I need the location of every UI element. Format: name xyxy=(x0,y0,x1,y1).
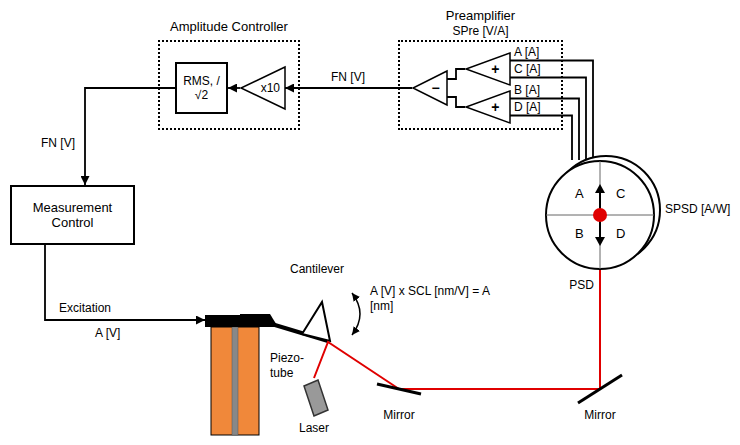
laser-beam xyxy=(599,270,601,389)
node-text: Measurement Control xyxy=(15,200,130,230)
rect-shape xyxy=(211,327,259,435)
amplifier-symbol: − xyxy=(412,70,447,106)
connector xyxy=(85,88,175,185)
rect-shape xyxy=(205,315,265,327)
node-text: SPre [V/A] xyxy=(380,24,581,38)
quadrant-label: D xyxy=(616,226,625,241)
connector xyxy=(510,78,586,161)
circle-shape xyxy=(546,161,654,269)
amplifier-symbol-outline xyxy=(412,70,447,106)
annotation-label: Cantilever xyxy=(290,262,344,277)
polygon-shape xyxy=(466,53,510,85)
node-text: x10 xyxy=(256,81,285,95)
polygon-shape xyxy=(595,237,605,246)
connector xyxy=(285,87,412,89)
path-shape xyxy=(546,161,654,269)
node-text: + xyxy=(481,100,510,114)
annotation-label: A [V] x SCL [nm/V] = A [nm] xyxy=(370,284,495,314)
node-text: Amplitude Controller xyxy=(130,19,328,34)
signal-label: FN [V] xyxy=(330,71,366,84)
cantilever-tip xyxy=(302,302,330,341)
connector xyxy=(510,61,593,161)
polygon-shape xyxy=(241,67,285,109)
signal-label: Excitation xyxy=(58,302,112,315)
line-shape xyxy=(578,375,622,403)
polygon-shape xyxy=(304,380,328,416)
amplifier-symbol: x10 xyxy=(240,66,285,110)
psd-detector: SPSD [A/W]PSD xyxy=(545,160,655,270)
node-text: Mirror xyxy=(564,408,636,422)
node-text: RMS, /√2 xyxy=(180,74,223,102)
amplifier-symbol: + xyxy=(465,52,510,86)
circle-shape xyxy=(593,208,607,222)
process-box: RMS, /√2 xyxy=(175,62,228,114)
polygon-shape xyxy=(413,71,447,105)
rect-shape xyxy=(232,327,238,435)
node-text: + xyxy=(481,62,510,76)
node-text: SPSD [A/W] xyxy=(665,202,730,216)
connector xyxy=(228,87,240,89)
laser-source-outline xyxy=(298,378,330,418)
laser-source: Laser xyxy=(298,378,330,418)
node-text: Preamplifier xyxy=(380,8,581,23)
signal-label: A [A] xyxy=(513,46,540,59)
mirror: Mirror xyxy=(377,382,421,396)
quadrant-label: A xyxy=(575,186,584,201)
amplifier-symbol: + xyxy=(465,90,510,124)
node-text: Laser xyxy=(284,421,344,435)
signal-label: D [A] xyxy=(513,101,542,114)
quadrant-label: B xyxy=(575,226,584,241)
psd-detector-outline xyxy=(545,160,655,270)
signal-label: FN [V] xyxy=(40,137,76,150)
polygon-shape xyxy=(466,91,510,123)
quadrant-label: C xyxy=(616,186,625,201)
connector xyxy=(447,97,465,107)
mirror-outline xyxy=(578,375,622,403)
mirror: Mirror xyxy=(578,375,622,403)
line-shape xyxy=(377,384,421,394)
node-text: PSD xyxy=(569,278,594,292)
node-text: Piezo- tube xyxy=(270,351,314,381)
polygon-shape xyxy=(595,184,605,193)
connector xyxy=(447,69,465,79)
signal-label: B [A] xyxy=(513,84,541,97)
mirror-outline xyxy=(377,382,421,396)
amplifier-symbol-outline xyxy=(465,90,510,124)
amplifier-symbol-outline xyxy=(465,52,510,86)
piezo-tube: Piezo- tube xyxy=(205,315,265,435)
laser-beam xyxy=(314,342,399,389)
annotation-label: A [V] xyxy=(95,326,120,341)
process-box: Measurement Control xyxy=(10,185,135,245)
connector xyxy=(45,245,205,320)
laser-beam xyxy=(399,388,600,390)
signal-label: C [A] xyxy=(513,63,542,76)
oscillation-arrow xyxy=(352,293,360,335)
piezo-tube-outline xyxy=(205,315,265,435)
node-text: Mirror xyxy=(363,408,435,422)
group-box: Amplitude ControllerRMS, /√2x10 xyxy=(158,40,300,130)
node-text: − xyxy=(424,81,447,95)
